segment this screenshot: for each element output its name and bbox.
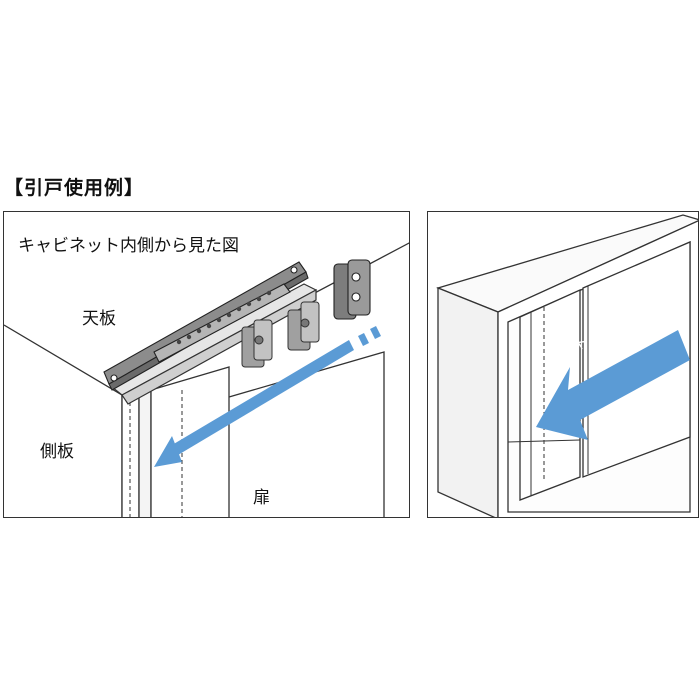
door-left — [519, 288, 581, 501]
cabinet-left-side — [437, 287, 499, 517]
door-bracket-left — [241, 319, 273, 368]
side-board-front — [121, 394, 140, 517]
label-side-board: 側板 — [40, 442, 74, 462]
soft-close-damper — [103, 261, 309, 391]
side-board-inner — [138, 389, 152, 517]
top-rail — [110, 283, 318, 405]
section-heading: 【引戸使用例】 — [4, 177, 145, 199]
cabinet-exterior-illustration: ソフトクローズ — [427, 211, 699, 518]
soft-close-arrow — [536, 330, 690, 440]
usage-illustration-inside-view: キャビネット内側から見た図 天板 側板 扉 — [3, 211, 410, 518]
view-caption: キャビネット内側から見た図 — [18, 236, 239, 256]
label-top-board: 天板 — [82, 309, 116, 329]
catch-part — [333, 259, 371, 320]
label-door: 扉 — [253, 488, 270, 508]
closing-direction-arrow — [154, 326, 381, 467]
cabinet-inside-drawing — [4, 242, 409, 517]
door-bracket-right — [287, 301, 320, 351]
cabinet-exterior-drawing — [436, 214, 698, 517]
